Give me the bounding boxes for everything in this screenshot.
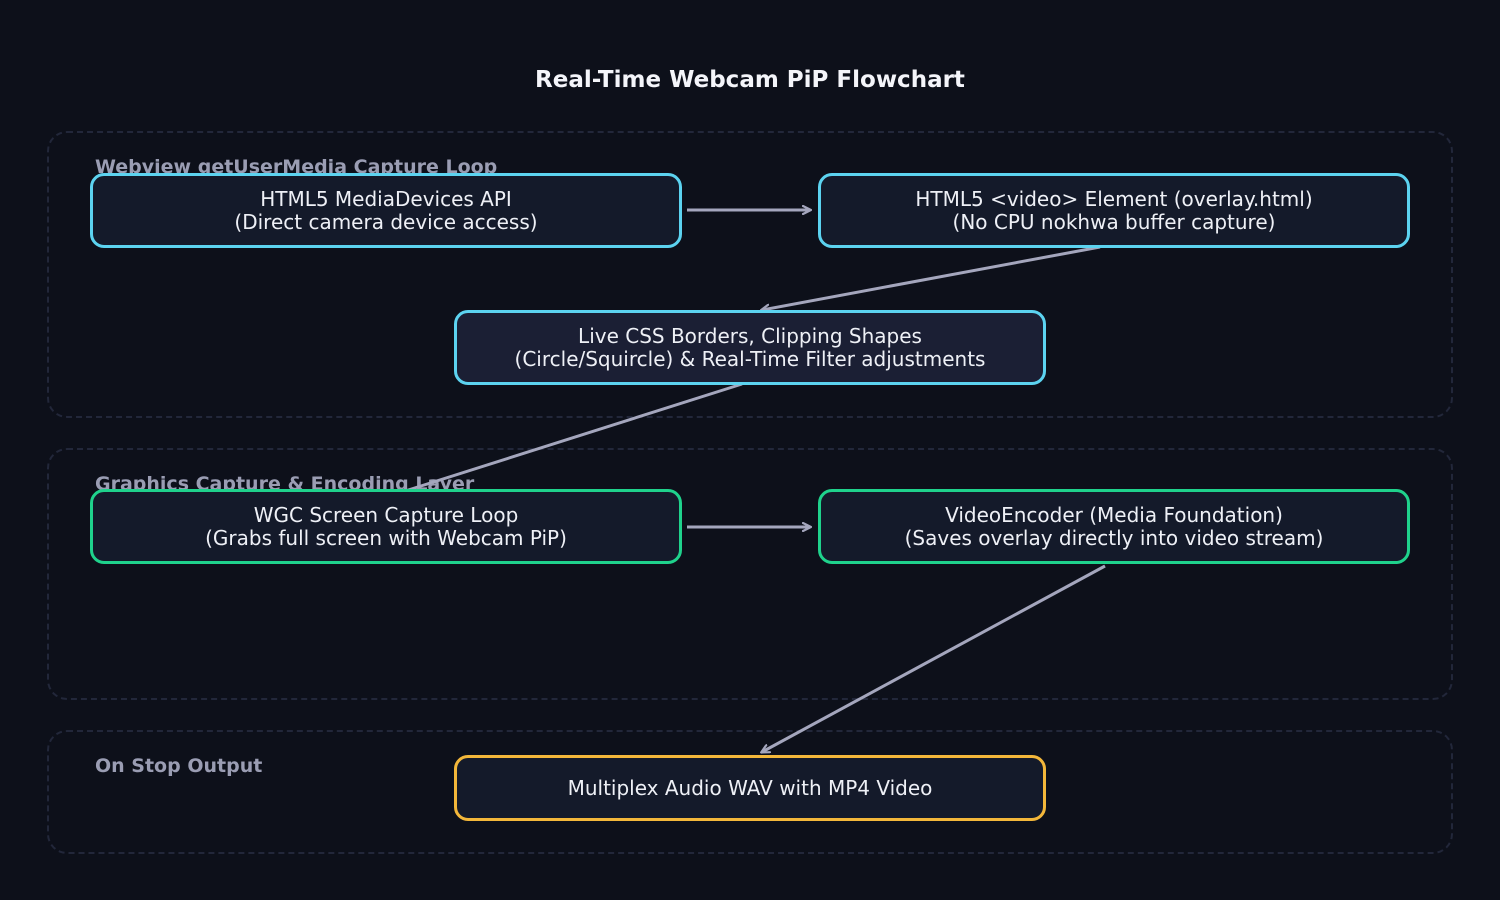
edge-video-element-to-css-borders [762, 245, 1101, 310]
group-label-on-stop-output: On Stop Output [95, 755, 263, 777]
edge-encoder-to-multiplex [762, 564, 1106, 752]
node-css-borders-line2: (Circle/Squircle) & Real-Time Filter adj… [514, 346, 986, 371]
node-multiplex-line1: Multiplex Audio WAV with MP4 Video [567, 775, 933, 800]
node-mediadevices-line1: HTML5 MediaDevices API [260, 186, 512, 211]
node-css-borders: Live CSS Borders, Clipping Shapes (Circl… [454, 310, 1046, 385]
edge-css-borders-to-wgc [401, 382, 743, 494]
group-label-webview-capture: Webview getUserMedia Capture Loop [95, 156, 498, 178]
node-video-element-line2: (No CPU nokhwa buffer capture) [952, 209, 1276, 234]
node-css-borders-line1: Live CSS Borders, Clipping Shapes [578, 323, 922, 348]
group-graphics-capture [47, 448, 1453, 700]
node-video-element-line1: HTML5 <video> Element (overlay.html) [915, 186, 1313, 211]
group-on-stop-output [47, 730, 1453, 854]
group-webview-capture [47, 131, 1453, 418]
node-wgc-line1: WGC Screen Capture Loop [253, 502, 519, 527]
node-video-encoder: VideoEncoder (Media Foundation) (Saves o… [818, 489, 1410, 564]
node-encoder-line1: VideoEncoder (Media Foundation) [945, 502, 1283, 527]
node-wgc-capture: WGC Screen Capture Loop (Grabs full scre… [90, 489, 682, 564]
diagram-title: Real-Time Webcam PiP Flowchart [535, 67, 965, 93]
node-encoder-line2: (Saves overlay directly into video strea… [904, 525, 1324, 550]
node-mediadevices-api: HTML5 MediaDevices API (Direct camera de… [90, 173, 682, 248]
node-multiplex-output: Multiplex Audio WAV with MP4 Video [454, 755, 1046, 821]
node-wgc-line2: (Grabs full screen with Webcam PiP) [205, 525, 567, 550]
node-mediadevices-line2: (Direct camera device access) [234, 209, 538, 234]
node-video-element: HTML5 <video> Element (overlay.html) (No… [818, 173, 1410, 248]
